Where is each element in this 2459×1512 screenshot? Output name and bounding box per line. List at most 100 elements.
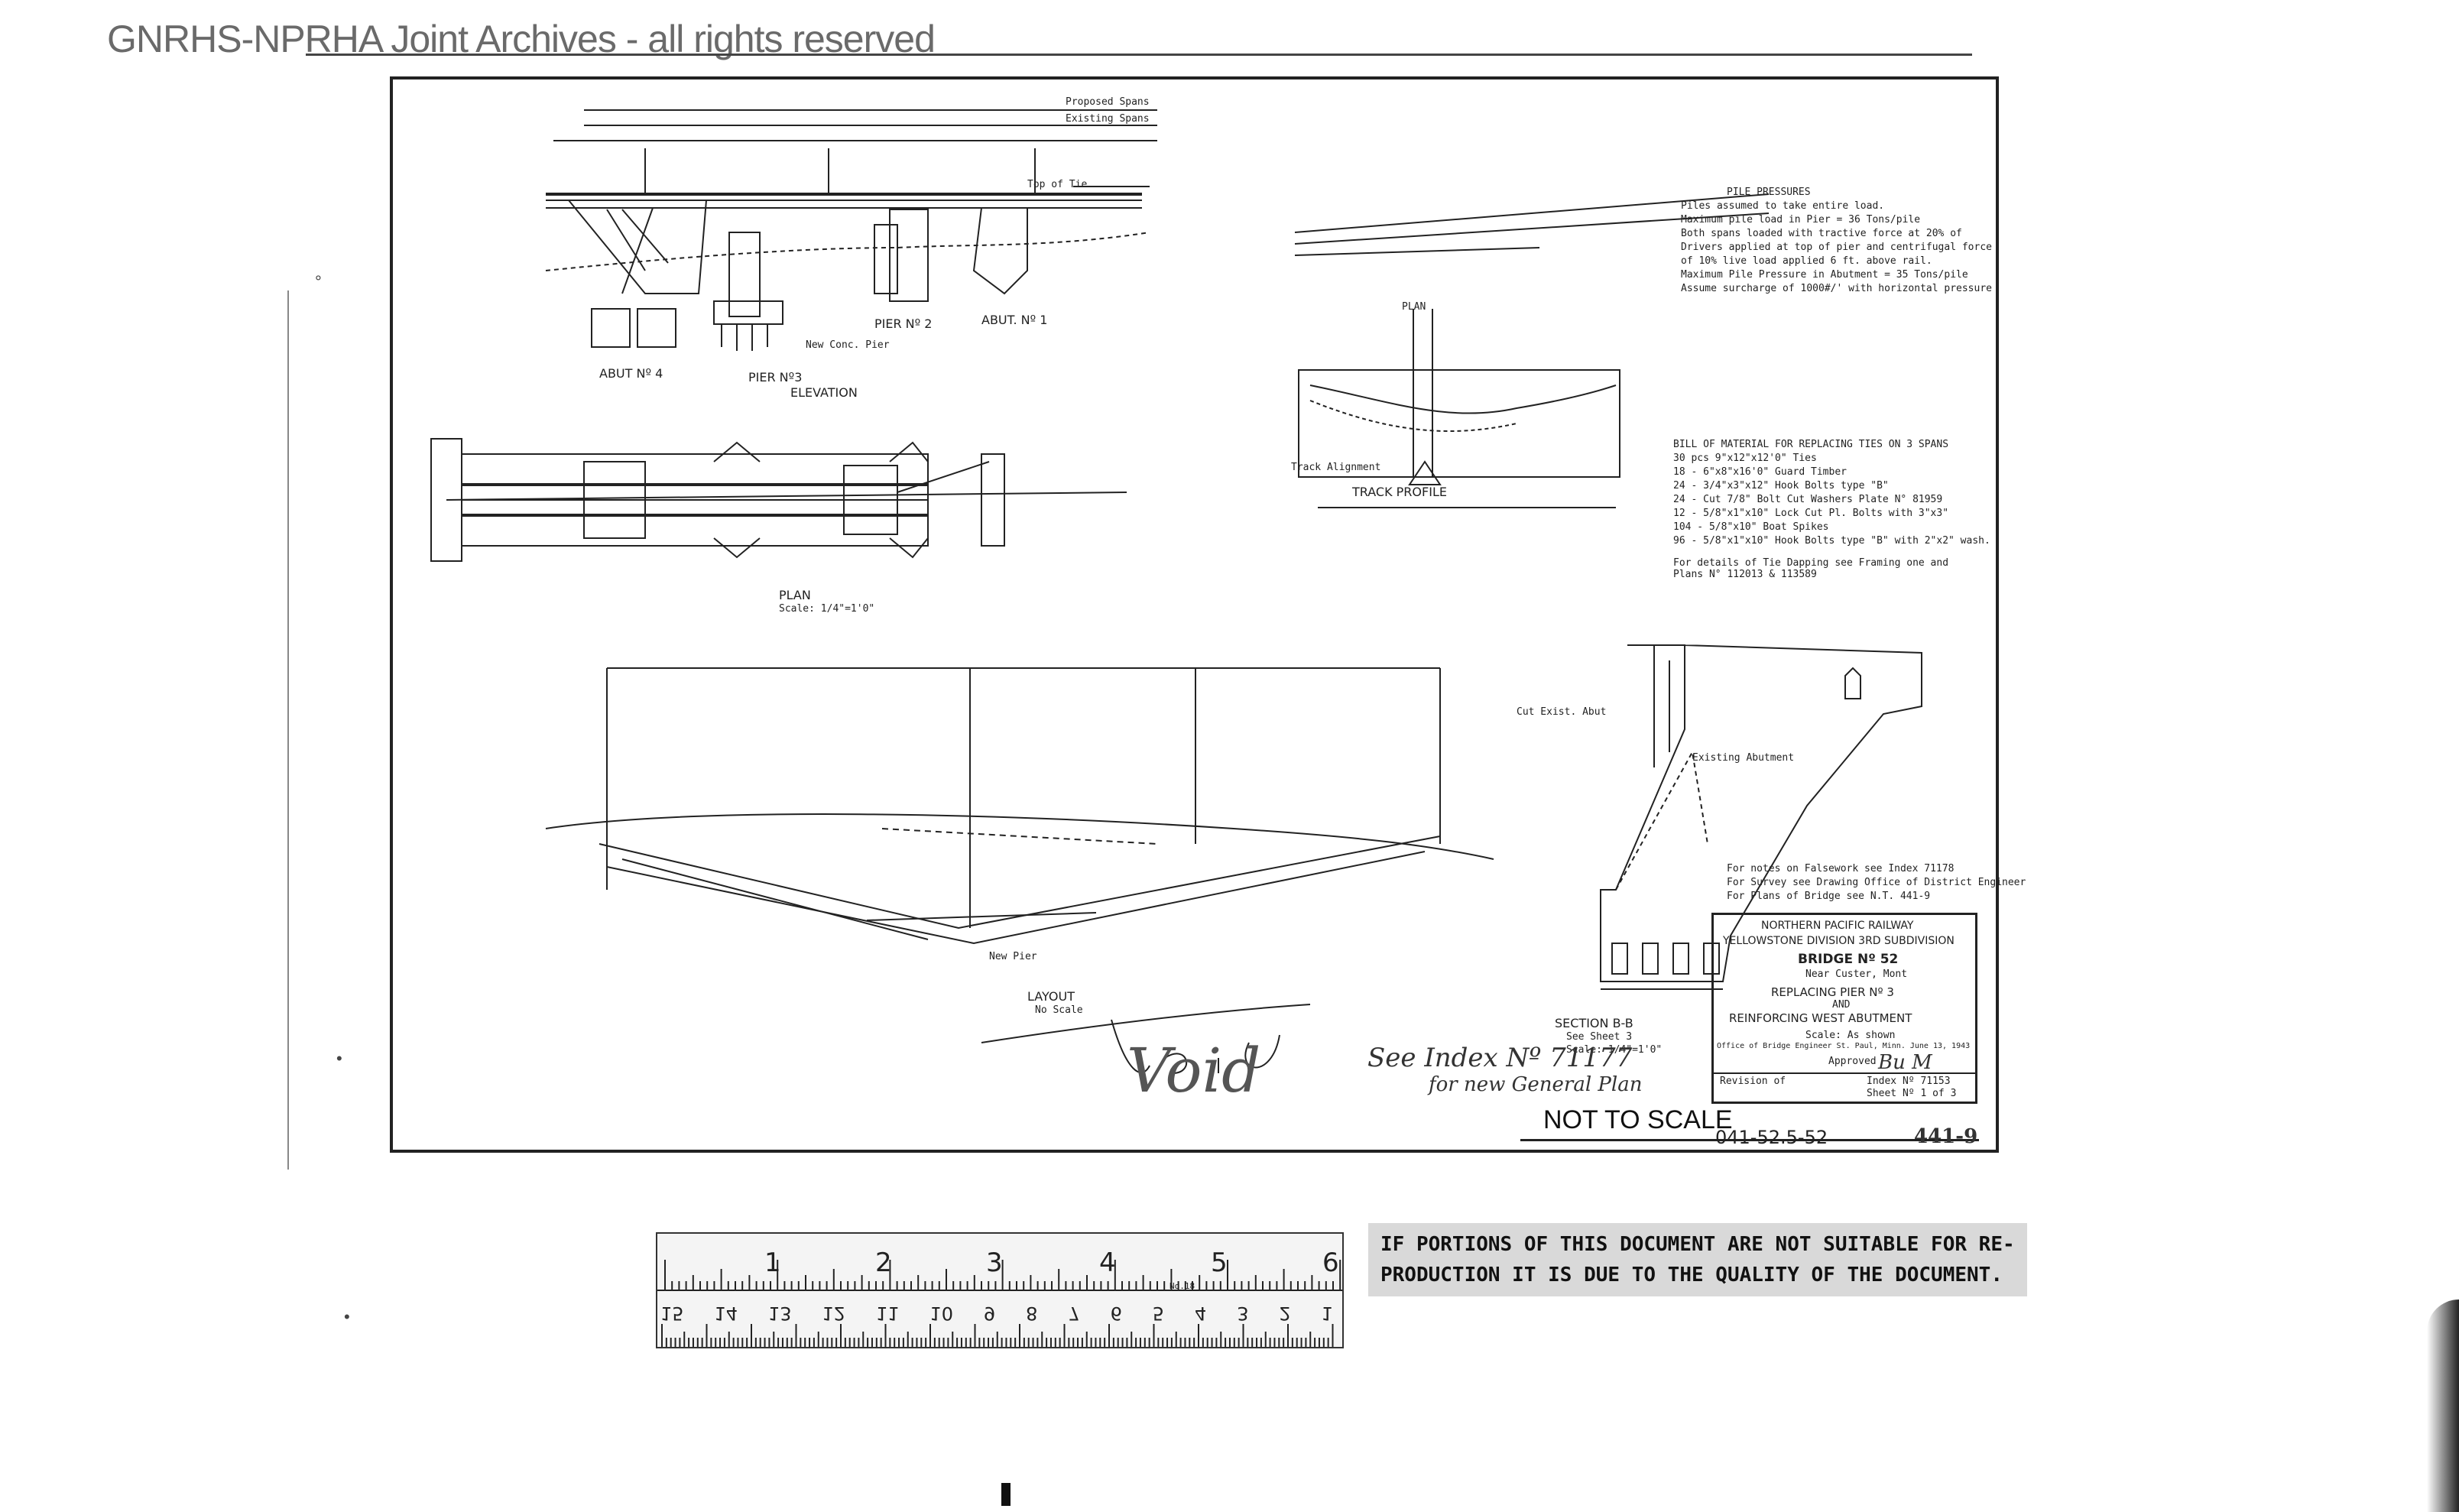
ruler-cm-number: 2 [1279, 1303, 1291, 1324]
reference-note: For notes on Falsework see Index 71178 [1727, 863, 1955, 874]
pile-note-line: Both spans loaded with tractive force at… [1681, 228, 1962, 239]
track-profile [1294, 193, 1770, 508]
pier-2-label: PIER Nº 2 [874, 316, 933, 331]
page-curl [2427, 1299, 2459, 1512]
bridge-location: Near Custer, Mont [1805, 969, 1908, 980]
approved-label: Approved [1828, 1056, 1877, 1067]
ruler-cm-number: 1 [1321, 1303, 1333, 1324]
ruler-cm-number: 15 [660, 1303, 684, 1324]
elevation-title: ELEVATION [790, 385, 858, 400]
pile-note-line: Maximum Pile Pressure in Abutment = 35 T… [1681, 269, 1968, 281]
ruler-number: 3 [986, 1248, 1003, 1278]
and-label: AND [1832, 999, 1851, 1011]
replacing-title: REPLACING PIER Nº 3 [1771, 985, 1894, 999]
engineering-drawing [430, 109, 1922, 1074]
ruler-cm-number: 8 [1026, 1303, 1038, 1324]
ruler-number: 6 [1322, 1248, 1339, 1278]
ruler-cm-number: 11 [875, 1303, 900, 1324]
drawing-number: 041-52.5-52 [1715, 1127, 1828, 1148]
void-handwriting: Void [1127, 1035, 1261, 1106]
layout-scale: No Scale [1035, 1004, 1083, 1016]
margin-dot: • [344, 1307, 350, 1326]
pile-note-line: of 10% live load applied 6 ft. above rai… [1681, 255, 1932, 267]
ruler-number: 1 [764, 1248, 781, 1278]
bridge-number: BRIDGE Nº 52 [1798, 952, 1899, 967]
existing-abutment-label: Existing Abutment [1692, 752, 1795, 764]
reference-note: For Plans of Bridge see N.T. 441-9 [1727, 891, 1931, 902]
section-b-b-view [1600, 644, 1922, 990]
reference-number: 441-9 [1914, 1125, 1978, 1148]
margin-dot: ° [315, 272, 322, 291]
margin-dot: • [336, 1049, 342, 1068]
bom-line: 104 - 5/8"x10" Boat Spikes [1673, 521, 1829, 533]
pile-pressures-title: PILE PRESSURES [1727, 187, 1811, 198]
new-general-plan-note: for new General Plan [1429, 1073, 1643, 1096]
reproduction-notice: IF PORTIONS OF THIS DOCUMENT ARE NOT SUI… [1368, 1223, 2027, 1296]
new-pier-label: New Conc. Pier [806, 339, 890, 351]
ruler-number: 5 [1211, 1248, 1228, 1278]
ruler-cm-number: 12 [822, 1303, 845, 1324]
spans-proposed-label: Proposed Spans [1066, 96, 1150, 108]
ruler-cm-number: 6 [1110, 1303, 1122, 1324]
ruler-cm-number: 4 [1195, 1303, 1207, 1324]
bom-line: 30 pcs 9"x12"x12'0" Ties [1673, 453, 1817, 464]
pile-pressures-notes: PILE PRESSURES Piles assumed to take ent… [1681, 187, 1992, 297]
ruler-mark: No.18 [1169, 1281, 1195, 1291]
layout-view [545, 667, 1494, 945]
reinforcing-title: REINFORCING WEST ABUTMENT [1729, 1011, 1912, 1025]
ruler-number: 4 [1099, 1248, 1116, 1278]
notice-line-2: PRODUCTION IT IS DUE TO THE QUALITY OF T… [1380, 1264, 2003, 1286]
title-block: NORTHERN PACIFIC RAILWAY YELLOWSTONE DIV… [1711, 913, 1977, 1104]
ruler-cm-number: 10 [929, 1303, 953, 1324]
cut-exist-abut-label: Cut Exist. Abut [1517, 706, 1607, 718]
ruler-cm-number: 9 [983, 1303, 996, 1324]
bom-line: 96 - 5/8"x1"x10" Hook Bolts type "B" wit… [1673, 535, 1990, 547]
spans-existing-label: Existing Spans [1066, 113, 1150, 125]
ruler-cm-number: 13 [767, 1303, 792, 1324]
layout-title: LAYOUT [1027, 989, 1075, 1004]
bom-line: 24 - Cut 7/8" Bolt Cut Washers Plate N° … [1673, 494, 1943, 505]
plan-scale: Scale: 1/4"=1'0" [779, 603, 875, 615]
track-alignment-label: Track Alignment [1291, 462, 1381, 473]
ruler-cm-number: 3 [1237, 1303, 1249, 1324]
pile-note-line: Maximum pile load in Pier = 36 Tons/pile [1681, 214, 1921, 226]
measuring-ruler: 1 2 3 4 5 6 No.18 15 14 13 12 11 10 9 8 … [656, 1232, 1344, 1348]
drawing-sheet: ELEVATION Proposed Spans Existing Spans … [390, 76, 2026, 1153]
reference-note: For Survey see Drawing Office of Distric… [1727, 877, 2026, 888]
notice-line-1: IF PORTIONS OF THIS DOCUMENT ARE NOT SUI… [1380, 1233, 2015, 1256]
top-of-tie-label: Top of Tie [1027, 179, 1088, 190]
revision-label: Revision of [1720, 1076, 1786, 1087]
ruler-cm-number: 5 [1152, 1303, 1165, 1324]
railway-name: NORTHERN PACIFIC RAILWAY [1761, 920, 1914, 932]
abut-1-label: ABUT. Nº 1 [981, 313, 1048, 327]
section-sheet: See Sheet 3 [1566, 1031, 1633, 1043]
office-note: Office of Bridge Engineer St. Paul, Minn… [1717, 1042, 1971, 1050]
plan-view [430, 438, 1127, 562]
ruler-cm-number: 7 [1068, 1303, 1080, 1324]
section-title: SECTION B-B [1555, 1016, 1633, 1030]
ruler-ticks [657, 1260, 1342, 1347]
pile-note-line: Assume surcharge of 1000#/' with horizon… [1681, 283, 1992, 294]
see-index-note: See Index Nº 71177 [1367, 1043, 1633, 1073]
elevation-view [545, 109, 1157, 351]
index-number: Index Nº 71153 [1867, 1076, 1951, 1087]
header-rule [306, 54, 1972, 56]
plan-title: PLAN [779, 588, 811, 602]
pile-note-line: Drivers applied at top of pier and centr… [1681, 242, 1992, 253]
section-scale: Scale: 1/4"=1'0" [1566, 1044, 1663, 1056]
abut-4-label: ABUT Nº 4 [599, 366, 663, 381]
division-name: YELLOWSTONE DIVISION 3RD SUBDIVISION [1723, 935, 1955, 947]
bom-line: 18 - 6"x8"x16'0" Guard Timber [1673, 466, 1847, 478]
scale-note: Scale: As shown [1805, 1030, 1896, 1041]
registration-mark [1001, 1483, 1011, 1506]
ruler-number: 2 [875, 1248, 892, 1278]
track-profile-title: TRACK PROFILE [1352, 485, 1447, 499]
pile-note-line: Piles assumed to take entire load. [1681, 200, 1885, 212]
reference-notes: For notes on Falsework see Index 71178 F… [1727, 863, 2026, 904]
not-to-scale-stamp: NOT TO SCALE [1543, 1105, 1733, 1134]
bom-title: BILL OF MATERIAL FOR REPLACING TIES ON 3… [1673, 439, 1949, 450]
engineer-signature: Bu M [1878, 1051, 1932, 1074]
track-plan-label: PLAN [1402, 301, 1426, 313]
archive-watermark: GNRHS-NPRHA Joint Archives - all rights … [107, 18, 936, 60]
margin-rule [287, 290, 289, 1170]
